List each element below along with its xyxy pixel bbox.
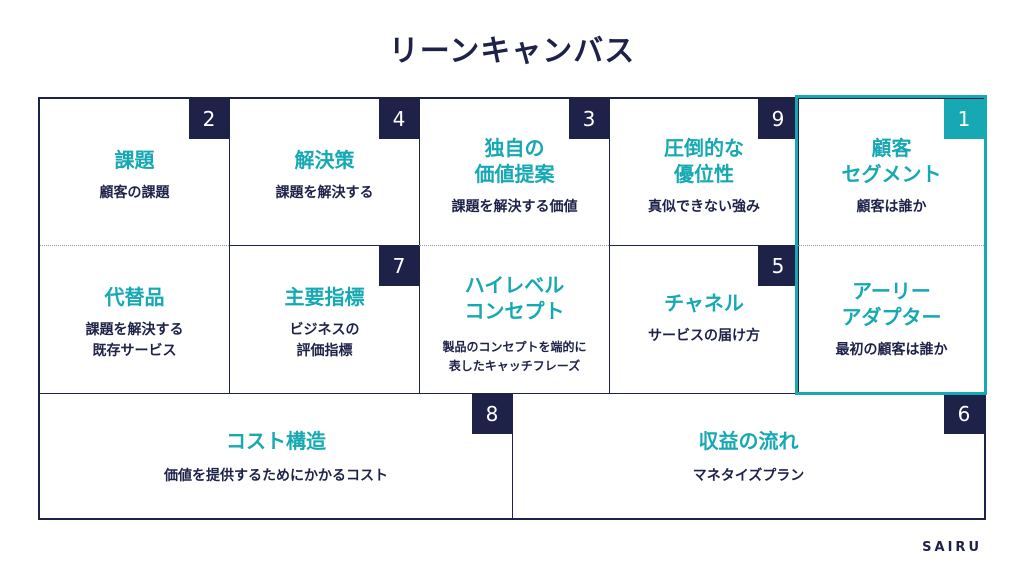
cell-description: マネタイズプラン <box>692 468 805 484</box>
cell-title: 代替品 <box>104 285 165 309</box>
number-badge: 7 <box>379 246 419 286</box>
cell-title: ハイレベル コンセプト <box>464 273 565 323</box>
dotted-divider <box>40 245 229 246</box>
cell-description: サービスの届け方 <box>648 328 760 344</box>
divider <box>419 99 420 393</box>
cell-title: 顧客 セグメント <box>841 136 942 186</box>
cell-title: チャネル <box>664 291 744 315</box>
cell-title: 圧倒的な 優位性 <box>664 136 744 186</box>
metrics-cell: 7 主要指標 ビジネスの 評価指標 <box>230 246 419 393</box>
cell-title: 主要指標 <box>284 285 365 309</box>
advantage-cell: 9 圧倒的な 優位性 真似できない強み <box>610 99 798 245</box>
number-badge: 4 <box>379 99 419 139</box>
cell-title: 収益の流れ <box>698 429 799 453</box>
brand-logo: SAIRU <box>922 540 982 555</box>
divider <box>798 99 799 393</box>
number-badge: 5 <box>758 246 798 286</box>
concept-cell: ハイレベル コンセプト 製品のコンセプトを端的に 表したキャッチフレーズ <box>420 246 609 393</box>
early-adopters-cell: アーリー アダプター 最初の顧客は誰か <box>799 246 984 393</box>
cell-title: コスト構造 <box>226 429 326 453</box>
cell-title: アーリー アダプター <box>841 279 942 329</box>
divider <box>229 99 230 393</box>
cell-description: 顧客の課題 <box>99 185 170 201</box>
divider <box>609 245 798 246</box>
solution-cell: 4 解決策 課題を解決する <box>230 99 419 245</box>
cell-description: 製品のコンセプトを端的に 表したキャッチフレーズ <box>442 340 587 373</box>
cell-description: 課題を解決する 既存サービス <box>85 322 184 359</box>
divider <box>40 393 984 394</box>
number-badge: 8 <box>472 394 512 434</box>
divider <box>512 393 513 518</box>
channels-cell: 5 チャネル サービスの届け方 <box>610 246 798 393</box>
cell-title: 独自の 価値提案 <box>474 136 555 186</box>
problem-cell: 2 課題 顧客の課題 <box>40 99 229 245</box>
divider <box>229 245 419 246</box>
cell-description: ビジネスの 評価指標 <box>289 322 360 359</box>
number-badge: 3 <box>569 99 609 139</box>
number-badge: 9 <box>758 99 798 139</box>
number-badge: 2 <box>189 99 229 139</box>
cell-description: 最初の顧客は誰か <box>835 342 948 358</box>
page-title: リーンキャンバス <box>388 34 636 69</box>
divider <box>609 99 610 393</box>
number-badge: 1 <box>944 99 984 139</box>
cell-title: 課題 <box>114 148 155 172</box>
revenue-streams-cell: 6 収益の流れ マネタイズプラン <box>513 394 984 518</box>
dotted-divider <box>798 245 984 246</box>
alternatives-cell: 代替品 課題を解決する 既存サービス <box>40 246 229 393</box>
cell-description: 課題を解決する <box>275 185 374 201</box>
dotted-divider <box>419 245 609 246</box>
number-badge: 6 <box>944 394 984 434</box>
uvp-cell: 3 独自の 価値提案 課題を解決する価値 <box>420 99 609 245</box>
cell-description: 真似できない強み <box>648 199 760 215</box>
segments-cell: 1 顧客 セグメント 顧客は誰か <box>799 99 984 245</box>
lean-canvas: 2 課題 顧客の課題 4 解決策 課題を解決する 3 独自の 価値提案 課題を解… <box>38 97 986 520</box>
cell-description: 顧客は誰か <box>856 199 927 215</box>
cell-description: 価値を提供するためにかかるコスト <box>164 468 388 484</box>
cell-description: 課題を解決する価値 <box>451 199 578 215</box>
cost-structure-cell: 8 コスト構造 価値を提供するためにかかるコスト <box>40 394 512 518</box>
cell-title: 解決策 <box>294 148 355 172</box>
